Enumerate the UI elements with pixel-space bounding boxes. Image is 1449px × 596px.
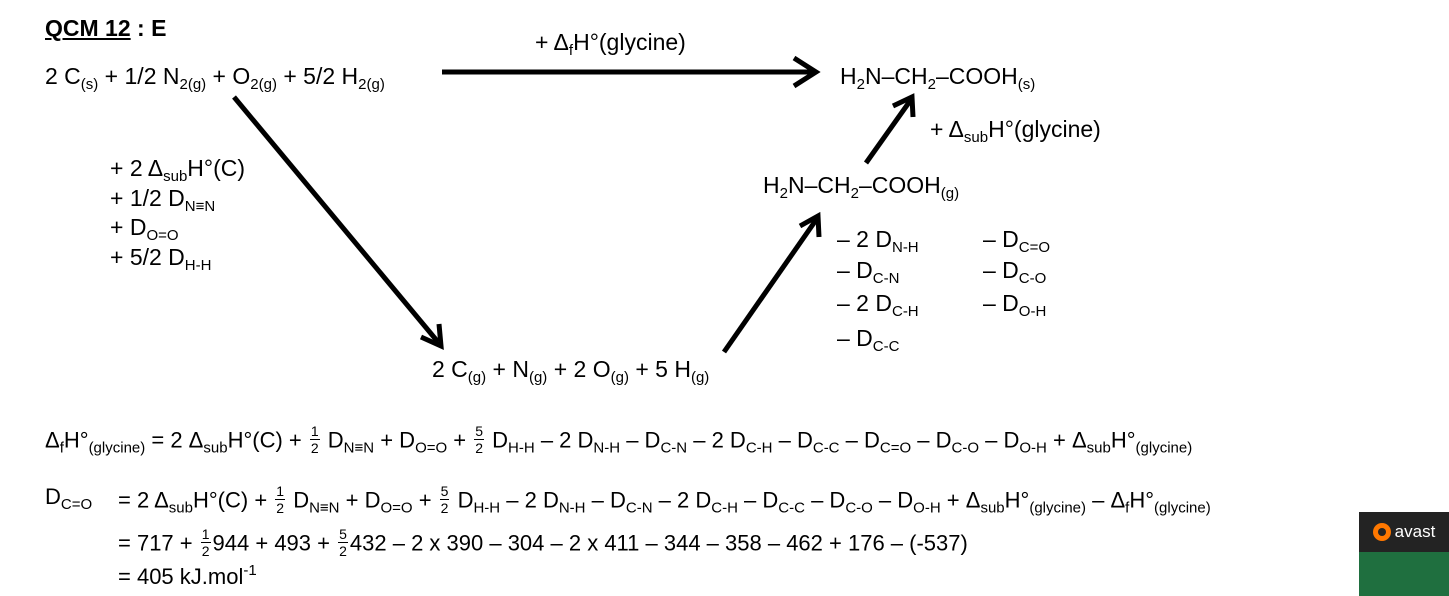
reactants-formula: 2 C(s) + 1/2 N2(g) + O2(g) + 5/2 H2(g) xyxy=(45,63,385,93)
atomization-term: + DO=O xyxy=(110,214,179,244)
formation-arrow xyxy=(442,55,821,89)
avast-logo-icon xyxy=(1372,523,1391,541)
formation-label: + ΔfH°(glycine) xyxy=(535,29,686,59)
bond-term: – 2 DN-H xyxy=(837,226,919,256)
sublimation-arrow xyxy=(863,93,916,165)
avast-badge[interactable]: avast xyxy=(1359,512,1449,596)
bond-term: – 2 DC-H xyxy=(837,290,919,320)
atomization-arrow xyxy=(232,95,444,351)
avast-badge-panel xyxy=(1359,552,1449,596)
avast-label: avast xyxy=(1394,522,1436,541)
glycine-solid-formula: H2N–CH2–COOH(s) xyxy=(840,63,1036,93)
sublimation-label: + ΔsubH°(glycine) xyxy=(930,116,1101,146)
glycine-gas-formula: H2N–CH2–COOH(g) xyxy=(763,172,960,202)
bond-term: – DC-N xyxy=(837,257,900,287)
final-result: = 405 kJ.mol-1 xyxy=(118,562,257,589)
bond-term: – DC=O xyxy=(983,226,1051,256)
atomization-term: + 1/2 DN≡N xyxy=(110,185,216,215)
bond-energy-equation: DC=O xyxy=(45,484,93,513)
atomization-term: + 2 ΔsubH°(C) xyxy=(110,155,246,185)
bond-term: – DO-H xyxy=(983,290,1047,320)
bond-term: – DC-O xyxy=(983,257,1047,287)
bond-formation-arrow xyxy=(721,211,822,354)
atomization-term: + 5/2 DH-H xyxy=(110,244,212,274)
gaseous-atoms-formula: 2 C(g) + N(g) + 2 O(g) + 5 H(g) xyxy=(432,356,710,386)
bond-term: – DC-C xyxy=(837,325,900,355)
question-title: QCM 12 : E xyxy=(45,15,167,41)
